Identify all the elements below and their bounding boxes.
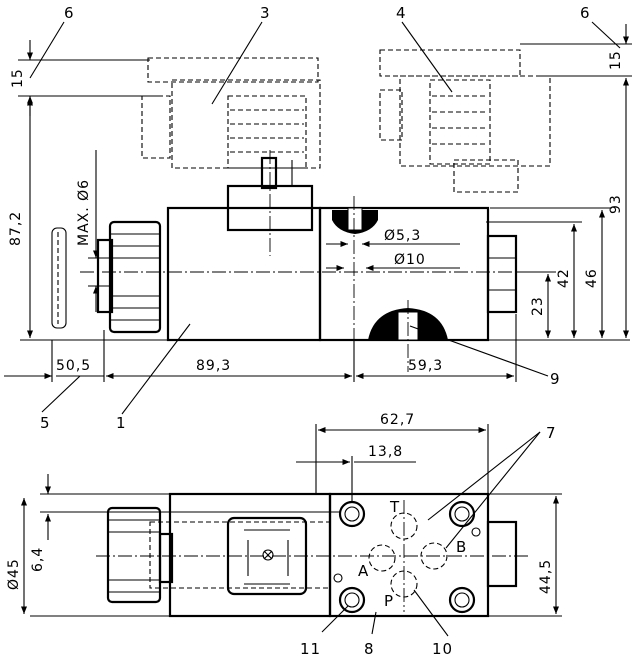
dim-15-left: 15	[10, 68, 26, 88]
dim-50-5: 50,5	[56, 358, 91, 374]
port-T: T	[389, 498, 400, 516]
dim-d10: Ø10	[394, 252, 426, 268]
dim-93: 93	[608, 194, 624, 214]
dim-59-3: 59,3	[408, 358, 443, 374]
callout-1: 1	[116, 414, 127, 432]
dim-6-4: 6,4	[30, 547, 46, 572]
callouts-plan-view: 7 11 8 10	[300, 424, 557, 658]
bolt-holes	[333, 500, 481, 614]
callout-7: 7	[546, 424, 557, 442]
callout-11: 11	[300, 640, 321, 658]
callout-8: 8	[364, 640, 375, 658]
port-P: P	[384, 592, 394, 610]
plug-connector-dashed	[141, 57, 321, 169]
dim-13-8: 13,8	[368, 444, 403, 460]
dim-15-right: 15	[608, 50, 624, 70]
dim-46: 46	[584, 268, 600, 288]
callout-4: 4	[396, 4, 407, 22]
dimensions-plan-view: 62,7 13,8 Ø45 6,4 44,5	[6, 412, 562, 617]
dim-d5-3: Ø5,3	[384, 228, 421, 244]
port-A: A	[358, 562, 369, 580]
dim-44-5: 44,5	[538, 559, 554, 594]
callout-10: 10	[432, 640, 453, 658]
dim-89-3: 89,3	[196, 358, 231, 374]
callout-6-left: 6	[64, 4, 75, 22]
callout-5: 5	[40, 414, 51, 432]
callouts-side-view: 6 3 4 6 5 1 9	[29, 4, 621, 432]
callout-3: 3	[260, 4, 271, 22]
port-B: B	[456, 538, 467, 556]
dim-max-d6: MAX. Ø6	[76, 179, 92, 246]
callout-6-right: 6	[580, 4, 591, 22]
solenoid-coil	[166, 206, 322, 342]
knurled-nut	[96, 220, 162, 334]
plan-view: T A B P	[96, 492, 530, 618]
side-view	[20, 49, 630, 380]
plug-connector-rotated-dashed	[379, 49, 551, 193]
port-circles	[368, 512, 448, 598]
dim-23: 23	[530, 296, 546, 316]
dim-87-2: 87,2	[8, 211, 24, 246]
callout-9: 9	[550, 370, 561, 388]
dim-62-7: 62,7	[380, 412, 415, 428]
dimensions-side-view: 15 87,2 MAX. Ø6 Ø5,3 Ø10 23 42 46 15 93	[4, 24, 632, 382]
dim-42: 42	[556, 268, 572, 288]
dim-d45: Ø45	[6, 558, 22, 590]
